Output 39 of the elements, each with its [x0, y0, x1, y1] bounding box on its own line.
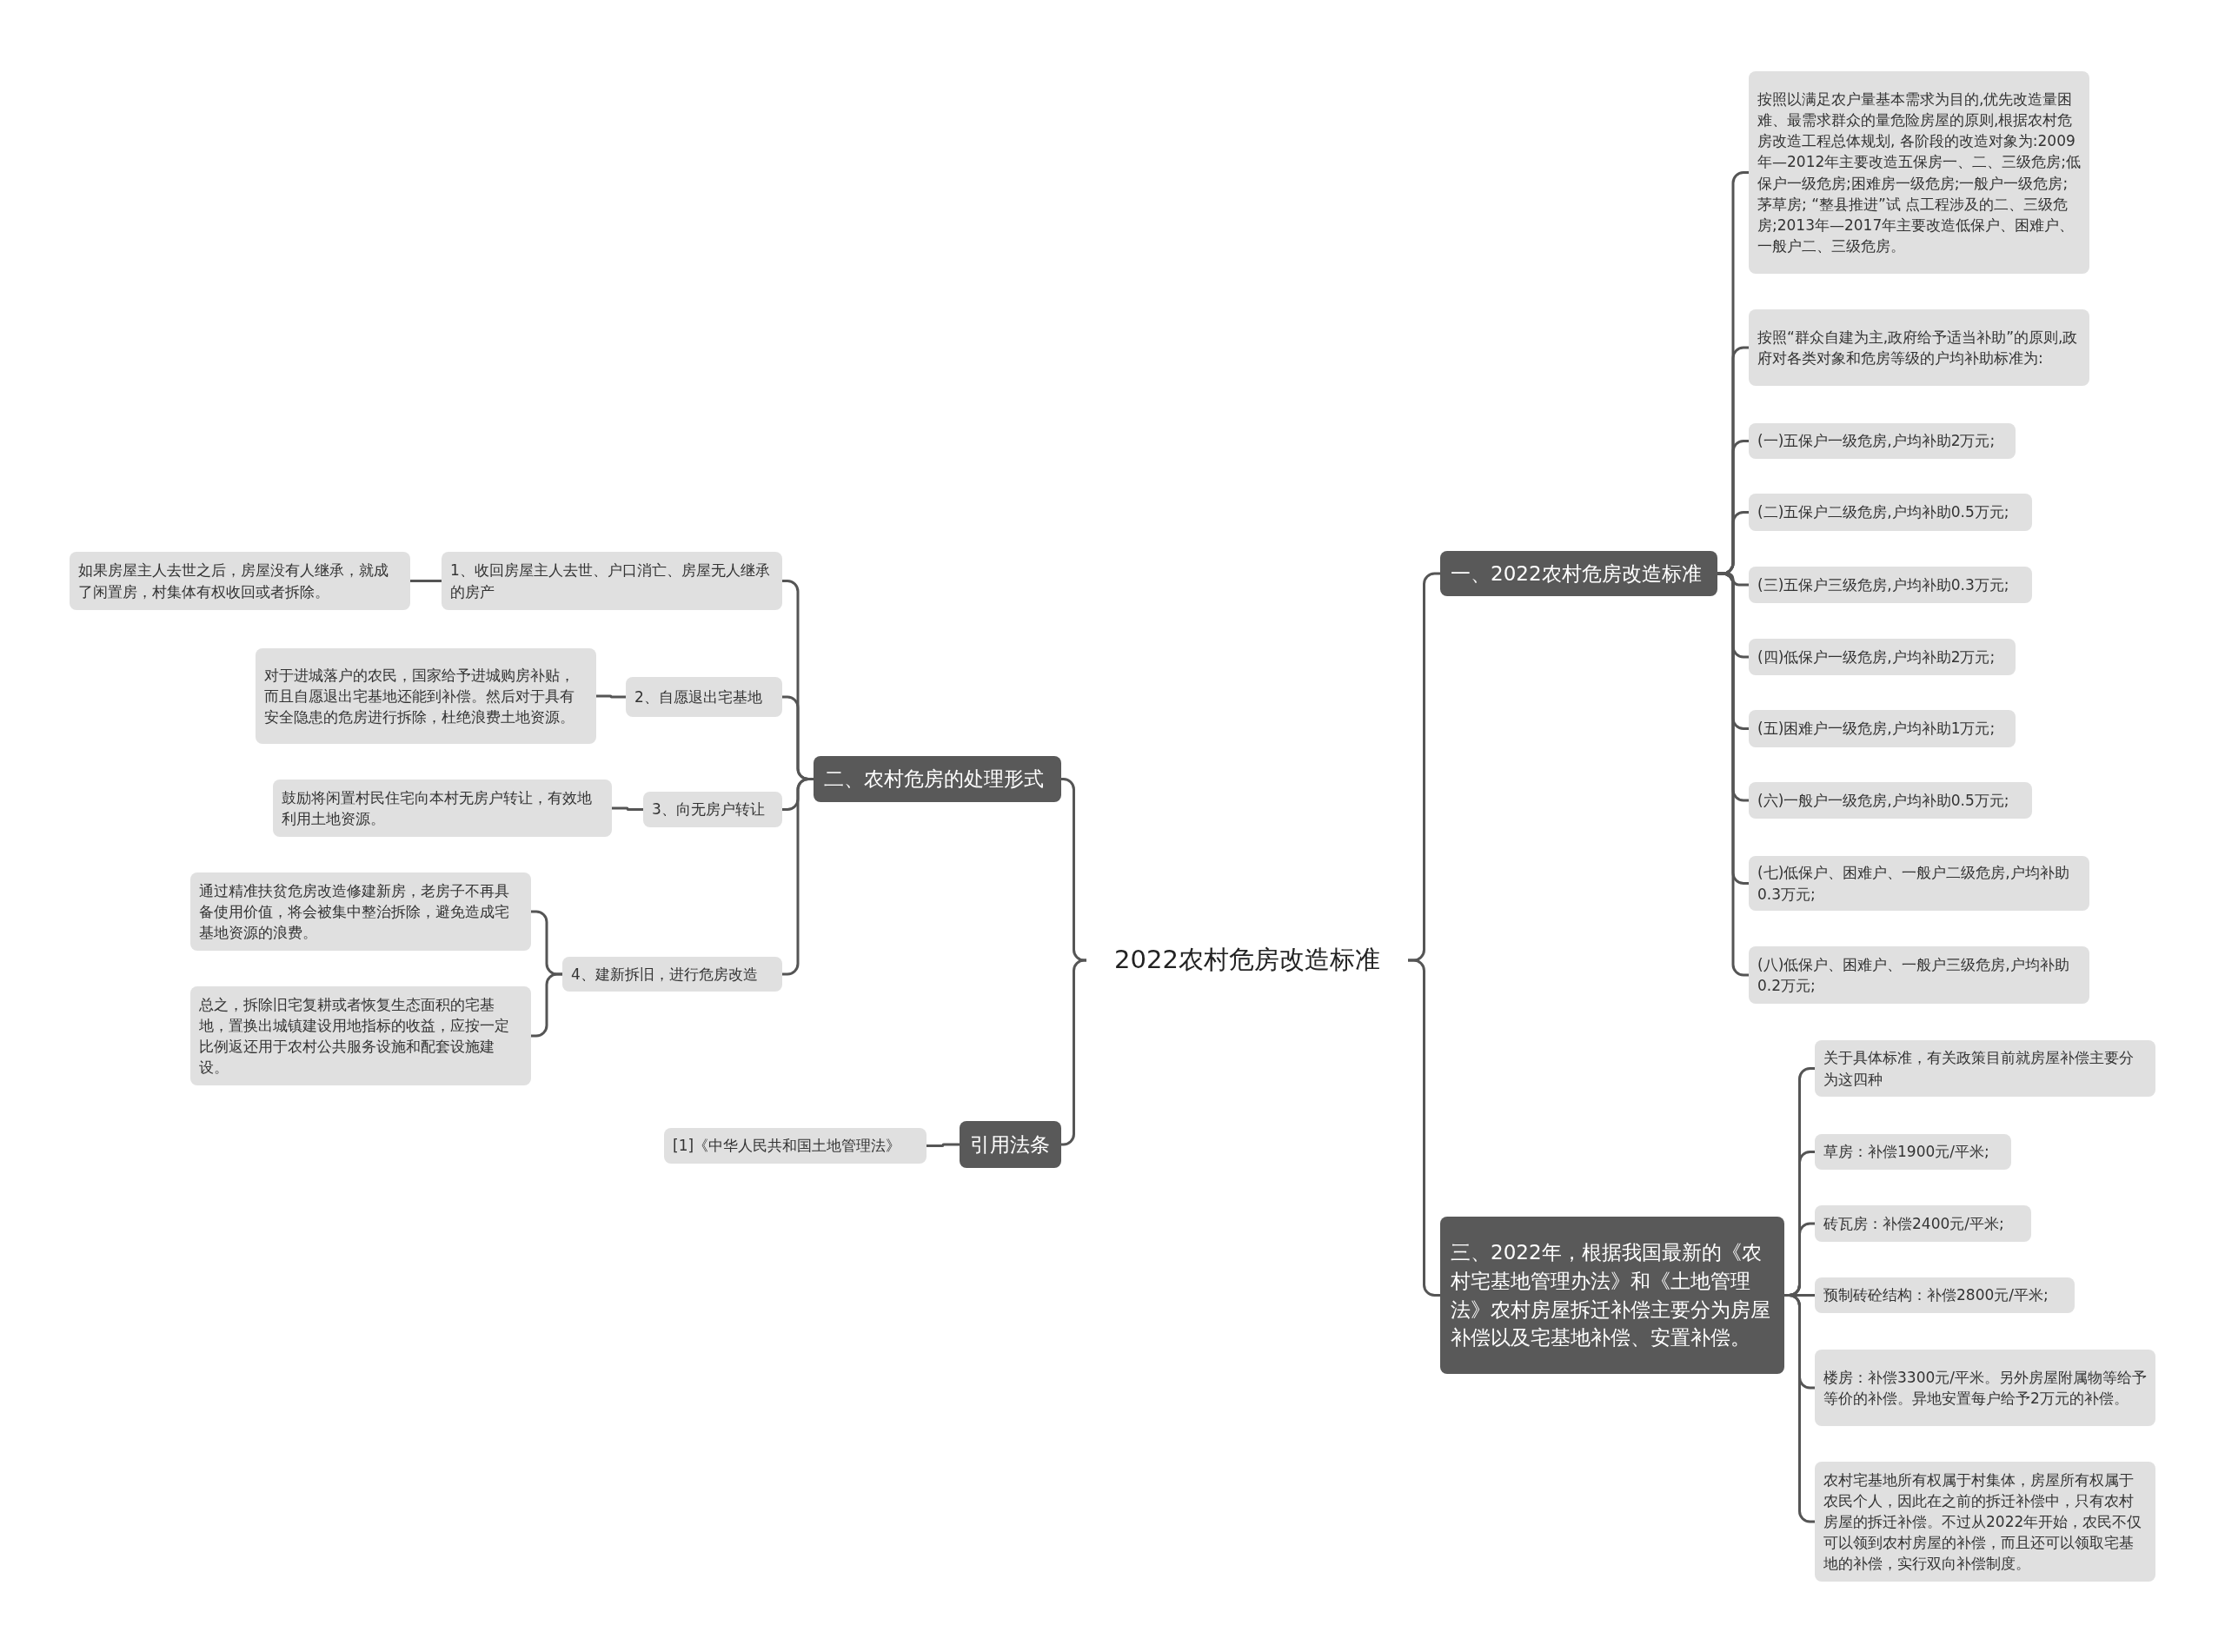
topic-box: 总之，拆除旧宅复耕或者恢复生态面积的宅基地，置换出城镇建设用地指标的收益，应按一定比例返还用于农村公共服务设施和配套设施建设。: [190, 986, 531, 1085]
topic-box: 砖瓦房：补偿2400元/平米;: [1815, 1205, 2031, 1242]
branch-topic: 一、2022农村危房改造标准: [1440, 551, 1717, 596]
central-topic: 2022农村危房改造标准: [1086, 934, 1408, 986]
topic-box: 3、向无房户转让: [643, 792, 782, 827]
topic-box: (二)五保户二级危房,户均补助0.5万元;: [1749, 494, 2032, 531]
topic-box: 关于具体标准，有关政策目前就房屋补偿主要分为这四种: [1815, 1040, 2155, 1097]
topic-box: 2、自愿退出宅基地: [626, 677, 782, 717]
connector: [531, 972, 562, 1038]
topic-box: (四)低保户一级危房,户均补助2万元;: [1749, 639, 2016, 675]
connector: [927, 1143, 960, 1147]
topic-box: 农村宅基地所有权属于村集体，房屋所有权属于农民个人，因此在之前的拆迁补偿中，只有农村房屋的拆迁补偿。不过从2022年开始，农民不仅可以领到农村房屋的补偿，而且还可以领取宅基地的补偿，实行双向补偿制度。: [1815, 1462, 2155, 1582]
connector: [410, 580, 442, 582]
topic-box: (八)低保户、困难户、一般户三级危房,户均补助0.2万元;: [1749, 946, 2089, 1004]
topic-box: 预制砖砼结构：补偿2800元/平米;: [1815, 1277, 2075, 1313]
branch-topic: 引用法条: [960, 1121, 1061, 1168]
topic-box: (五)困难户一级危房,户均补助1万元;: [1749, 710, 2016, 747]
topic-box: 楼房：补偿3300元/平米。另外房屋附属物等给予等价的补偿。异地安置每户给予2万元的补偿。: [1815, 1350, 2155, 1426]
topic-box: (三)五保户三级危房,户均补助0.3万元;: [1749, 567, 2032, 603]
topic-box: 4、建新拆旧，进行危房改造: [562, 957, 782, 992]
connector: [1061, 959, 1086, 1146]
topic-box: (七)低保户、困难户、一般户二级危房,户均补助0.3万元;: [1749, 856, 2089, 911]
topic-box: 按照以满足农户量基本需求为目的,优先改造量困难、最需求群众的量危险房屋的原则,根据农村危房改造工程总体规划, 各阶段的改造对象为:2009年—2012年主要改造五保房一、二、三级危房;低保户一级危房;困难房一级危房;一般户一级危房;茅草房; “整县推进”试 点工程涉及的二、三级危房;2013年—2017年主要改造低保户、困难户、一般户二、三级危房。: [1749, 71, 2089, 274]
topic-box: 草房：补偿1900元/平米;: [1815, 1134, 2011, 1170]
connector: [1061, 778, 1086, 962]
topic-box: 通过精准扶贫危房改造修建新房，老房子不再具备使用价值，将会被集中整治拆除，避免造成宅基地资源的浪费。: [190, 872, 531, 951]
topic-box: 按照“群众自建为主,政府给予适当补助”的原则,政府对各类对象和危房等级的户均补助标准为:: [1749, 309, 2089, 386]
connector: [612, 806, 643, 811]
topic-box: 如果房屋主人去世之后，房屋没有人继承，就成了闲置房，村集体有权收回或者拆除。: [70, 552, 410, 610]
topic-box: (六)一般户一级危房,户均补助0.5万元;: [1749, 782, 2032, 819]
topic-box: (一)五保户一级危房,户均补助2万元;: [1749, 423, 2016, 459]
connector: [596, 694, 626, 699]
topic-box: 对于进城落户的农民，国家给予进城购房补贴，而且自愿退出宅基地还能到补偿。然后对于具有安全隐患的危房进行拆除，杜绝浪费土地资源。: [256, 648, 596, 744]
topic-box: 鼓励将闲置村民住宅向本村无房户转让，有效地利用土地资源。: [273, 780, 612, 837]
topic-box: [1]《中华人民共和国土地管理法》: [664, 1128, 927, 1164]
connector: [1717, 572, 1749, 977]
branch-topic: 二、农村危房的处理形式: [814, 756, 1061, 802]
branch-topic: 三、2022年，根据我国最新的《农村宅基地管理办法》和《土地管理法》农村房屋拆迁补偿主要分为房屋补偿以及宅基地补偿、安置补偿。: [1440, 1217, 1784, 1374]
topic-box: 1、收回房屋主人去世、户口消亡、房屋无人继承的房产: [442, 552, 782, 610]
